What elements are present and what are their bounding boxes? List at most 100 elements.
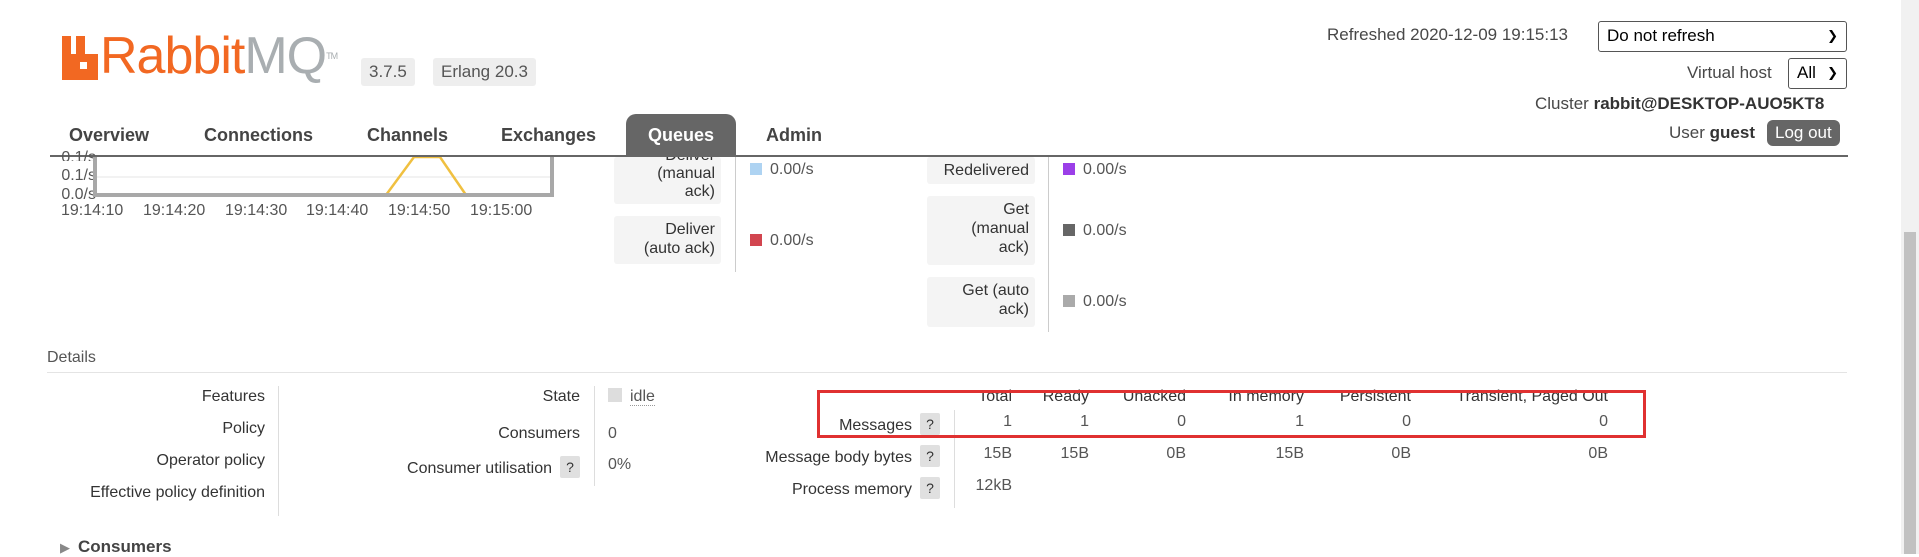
legend-get-manual-ack[interactable]: Get (manual ack) (927, 196, 1035, 265)
legend-label-line: (auto ack) (643, 240, 715, 257)
version-badge: 3.7.5 (361, 58, 415, 86)
legend-swatch (1063, 295, 1075, 307)
chart-frame (93, 157, 554, 197)
refreshed-timestamp: Refreshed 2020-12-09 19:15:13 (1327, 25, 1569, 44)
consumer-utilisation-label: Consumer utilisation? (340, 456, 580, 478)
chart-series-line (384, 157, 468, 196)
consumer-utilisation-value: 0% (608, 456, 632, 473)
refresh-interval-value: Do not refresh (1607, 26, 1715, 45)
effective-policy-label: Effective policy definition (90, 484, 265, 501)
help-icon[interactable]: ? (920, 445, 940, 467)
tab-overview[interactable]: Overview (69, 125, 150, 145)
details-divider (47, 372, 1847, 373)
legend-label-line: ack) (998, 239, 1029, 256)
cluster-name: rabbit@DESKTOP-AUO5KT8 (1593, 94, 1825, 113)
state-indicator (608, 388, 622, 402)
cell: 15B (983, 445, 1012, 462)
cell: 15B (1060, 445, 1089, 462)
x-tick-label: 19:14:10 (61, 202, 124, 219)
x-tick-label: 19:14:40 (306, 202, 369, 219)
legend-label-line: Deliver (620, 157, 715, 165)
cluster-info: Cluster rabbit@DESKTOP-AUO5KT8 (1535, 94, 1824, 114)
user-label: User (1669, 123, 1705, 142)
legend-value: 0.00/s (1063, 161, 1127, 179)
chevron-down-icon: ❯ (1827, 65, 1838, 80)
legend-label-line: Get (1003, 201, 1029, 218)
legend-label-line: ack) (684, 183, 715, 200)
user-name: guest (1709, 123, 1755, 142)
nav-divider (50, 155, 1848, 157)
legend-redelivered[interactable]: Redelivered (927, 157, 1035, 184)
virtual-host-value: All (1797, 63, 1816, 82)
annotation-highlight-box (817, 390, 1646, 438)
consumers-section-toggle[interactable]: ▶Consumers (60, 537, 172, 556)
legend-deliver-manual-ack[interactable]: Deliver (manual ack) (614, 157, 721, 204)
x-tick-label: 19:14:20 (143, 202, 206, 219)
virtual-host-select[interactable]: All ❯ (1788, 58, 1847, 89)
row-label-messages: Messages? (700, 413, 940, 435)
tab-queues[interactable]: Queues (626, 114, 737, 156)
legend-deliver-auto-ack[interactable]: Deliver (auto ack) (614, 216, 721, 264)
cell: 12kB (975, 477, 1012, 494)
triangle-right-icon: ▶ (60, 540, 70, 555)
details-heading: Details (47, 349, 96, 366)
erlang-badge: Erlang 20.3 (433, 58, 536, 86)
help-icon[interactable]: ? (920, 413, 940, 435)
logout-button[interactable]: Log out (1767, 120, 1840, 146)
virtual-host-label: Virtual host (1687, 63, 1772, 82)
cell: 1 (1080, 413, 1089, 430)
logo-wordmark: RabbitMQTM (100, 27, 338, 85)
legend-label-line: Deliver (665, 221, 715, 238)
legend-value: 0.00/s (1063, 222, 1127, 240)
legend-label-line: Redelivered (943, 162, 1029, 179)
row-label-process-memory: Process memory? (700, 477, 940, 499)
cell: 1 (1003, 413, 1012, 430)
row-label-message-body-bytes: Message body bytes? (700, 445, 940, 467)
user-info: User guest (1669, 123, 1755, 143)
legend-value: 0.00/s (750, 161, 814, 179)
refresh-interval-select[interactable]: Do not refresh ❯ (1598, 21, 1847, 52)
legend-label-line: ack) (998, 301, 1029, 318)
cell: 0 (1599, 413, 1608, 430)
y-tick-label: 0.0/s (61, 186, 96, 203)
cell: 0B (1588, 445, 1608, 462)
legend-swatch (750, 234, 762, 246)
features-label: Features (201, 388, 265, 405)
legend-get-auto-ack[interactable]: Get (auto ack) (927, 277, 1035, 327)
legend-label-line: (manual (971, 220, 1029, 237)
help-icon[interactable]: ? (560, 456, 580, 478)
scrollbar-thumb[interactable] (1904, 232, 1916, 554)
policy-label: Policy (222, 420, 265, 437)
chevron-down-icon: ❯ (1827, 28, 1838, 43)
y-tick-label: 0.1/s (61, 149, 96, 161)
help-icon[interactable]: ? (920, 477, 940, 499)
rabbit-icon (62, 36, 98, 80)
consumers-label: Consumers (498, 425, 580, 442)
legend-value: 0.00/s (750, 232, 814, 250)
legend-swatch (1063, 224, 1075, 236)
tab-connections[interactable]: Connections (204, 125, 314, 145)
legend-swatch (750, 163, 762, 175)
cell: 15B (1275, 445, 1304, 462)
details-separator (278, 386, 279, 516)
consumers-value: 0 (608, 425, 617, 442)
cell: 0B (1391, 445, 1411, 462)
cell: 0B (1166, 445, 1186, 462)
legend-separator (1048, 157, 1049, 332)
tab-channels[interactable]: Channels (367, 125, 449, 145)
tab-exchanges[interactable]: Exchanges (501, 125, 597, 145)
cell: 0 (1177, 413, 1186, 430)
cluster-label: Cluster (1535, 94, 1589, 113)
table-separator (954, 410, 955, 508)
x-tick-label: 19:15:00 (470, 202, 533, 219)
y-tick-label: 0.1/s (61, 167, 96, 184)
state-value: idle (608, 388, 655, 406)
x-tick-label: 19:14:30 (225, 202, 288, 219)
cell: 0 (1402, 413, 1411, 430)
operator-policy-label: Operator policy (156, 452, 266, 469)
legend-separator (735, 157, 736, 272)
tab-admin[interactable]: Admin (766, 125, 822, 145)
details-separator (594, 386, 595, 486)
legend-swatch (1063, 163, 1075, 175)
message-rate-chart (93, 157, 554, 197)
